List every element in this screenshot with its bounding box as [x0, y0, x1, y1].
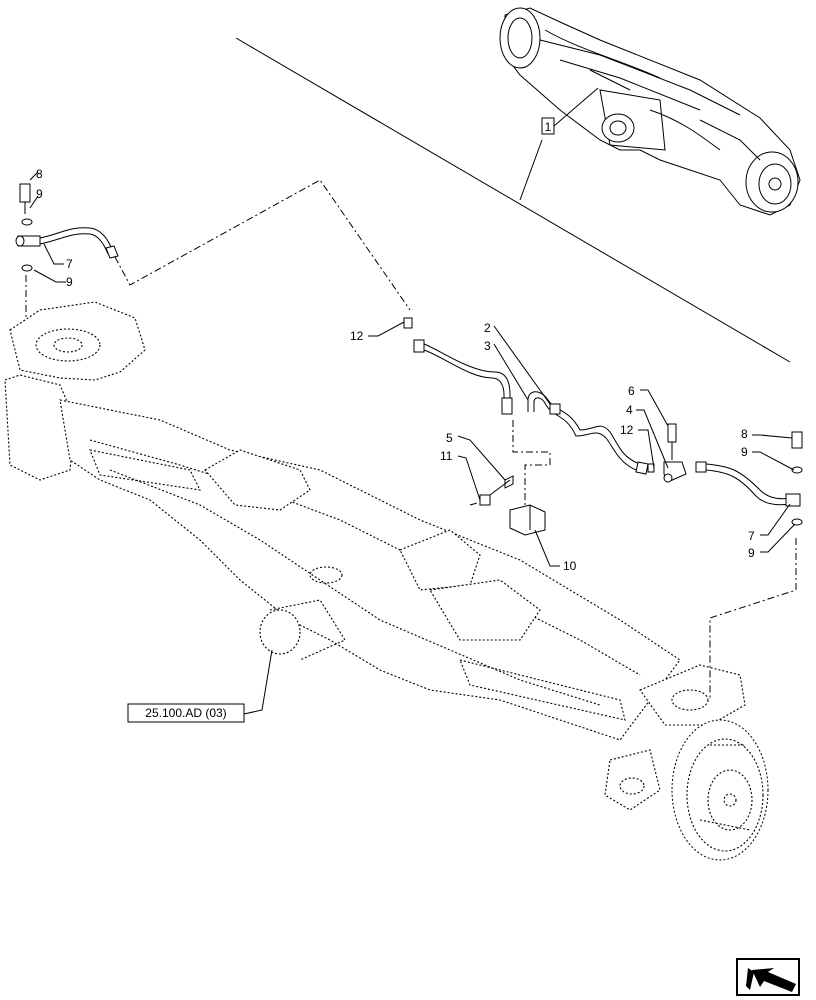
reference-label[interactable]: 25.100.AD (03): [145, 706, 226, 720]
callout-9-right-bottom: 9: [748, 546, 755, 560]
callout-7-left: 7: [66, 257, 73, 271]
inset-callout-text: 1: [545, 120, 552, 134]
reference-link[interactable]: 25.100.AD (03): [127, 703, 245, 723]
inset-callout: 1: [519, 87, 599, 201]
callout-12-left: 12: [350, 329, 364, 343]
callout-3: 3: [484, 339, 491, 353]
callout-12-right: 12: [620, 423, 634, 437]
callout-4: 4: [626, 403, 633, 417]
callout-9-right-top: 9: [741, 445, 748, 459]
bracket-group: [479, 475, 546, 536]
callout-9-left-top: 9: [36, 187, 43, 201]
callout-labels: 8 9 7 9 12 2 3 5 11 10 6 4 12 8 9 7 9: [36, 167, 755, 573]
inset-separator-line: [235, 37, 791, 363]
callout-6: 6: [628, 384, 635, 398]
callout-leaders: [29, 171, 796, 715]
callout-9-left-bottom: 9: [66, 275, 73, 289]
next-page-arrow-icon[interactable]: [736, 958, 800, 996]
callout-8-left: 8: [36, 167, 43, 181]
inset-axle-view: [499, 7, 801, 216]
callout-5: 5: [446, 431, 453, 445]
callout-2: 2: [484, 321, 491, 335]
callout-7-right: 7: [748, 529, 755, 543]
callout-10: 10: [563, 559, 577, 573]
left-hose-group: [15, 183, 119, 272]
callout-8-right: 8: [741, 427, 748, 441]
front-axle-assembly: [4, 301, 769, 861]
right-hose-group: [663, 423, 803, 526]
center-pipe-group: [403, 317, 655, 475]
callout-11: 11: [440, 449, 453, 463]
